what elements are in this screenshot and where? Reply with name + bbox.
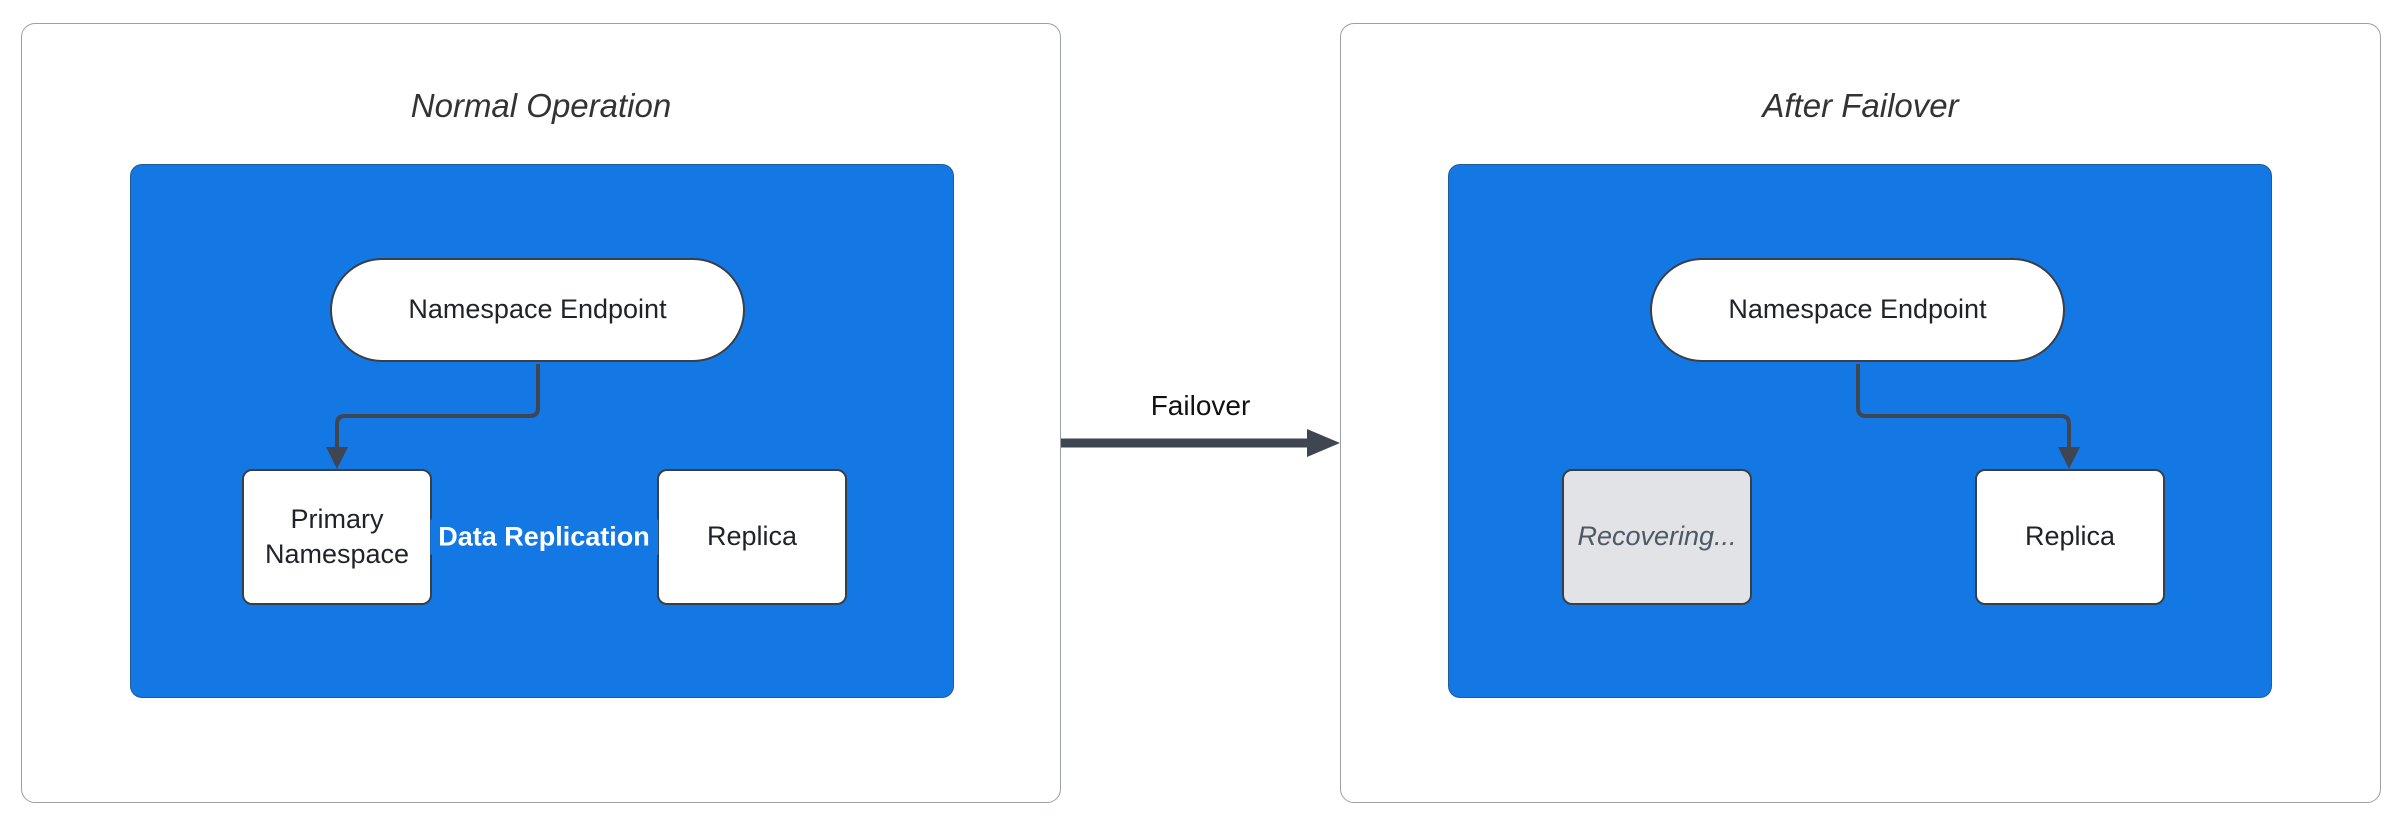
endpoint-to-replica-arrow bbox=[1856, 364, 2080, 469]
panel-normal-operation: Normal Operation Namespace Endpoint Prim… bbox=[21, 23, 1061, 803]
node-primary-namespace-label: Primary Namespace bbox=[264, 503, 410, 569]
node-replica-label: Replica bbox=[2024, 521, 2116, 552]
panel-title-after-failover: After Failover bbox=[1762, 87, 1959, 124]
edge-label-data-replication: Data Replication bbox=[430, 519, 658, 555]
cluster-normal-operation: Namespace Endpoint Primary Namespace Rep… bbox=[130, 164, 954, 698]
node-namespace-endpoint: Namespace Endpoint bbox=[330, 258, 745, 362]
node-namespace-endpoint-label: Namespace Endpoint bbox=[1728, 294, 1987, 325]
node-namespace-endpoint: Namespace Endpoint bbox=[1650, 258, 2065, 362]
cluster-after-failover: Namespace Endpoint Recovering... Replica bbox=[1448, 164, 2272, 698]
panel-title-normal-operation: Normal Operation bbox=[410, 87, 672, 124]
node-primary-namespace: Primary Namespace bbox=[242, 469, 432, 605]
node-recovering: Recovering... bbox=[1562, 469, 1752, 605]
failover-arrow bbox=[1061, 429, 1340, 457]
node-namespace-endpoint-label: Namespace Endpoint bbox=[408, 294, 667, 325]
node-replica: Replica bbox=[657, 469, 847, 605]
edges-layer-right bbox=[1856, 364, 2080, 469]
endpoint-to-primary-arrow bbox=[326, 364, 540, 469]
panel-after-failover: After Failover Namespace Endpoint Recove… bbox=[1340, 23, 2381, 803]
failover-edge-label: Failover bbox=[1150, 390, 1251, 421]
node-replica: Replica bbox=[1975, 469, 2165, 605]
node-recovering-label: Recovering... bbox=[1577, 521, 1737, 552]
failover-edge: Failover bbox=[1061, 385, 1340, 475]
node-replica-label: Replica bbox=[706, 521, 798, 552]
edges-layer-left bbox=[326, 364, 657, 548]
